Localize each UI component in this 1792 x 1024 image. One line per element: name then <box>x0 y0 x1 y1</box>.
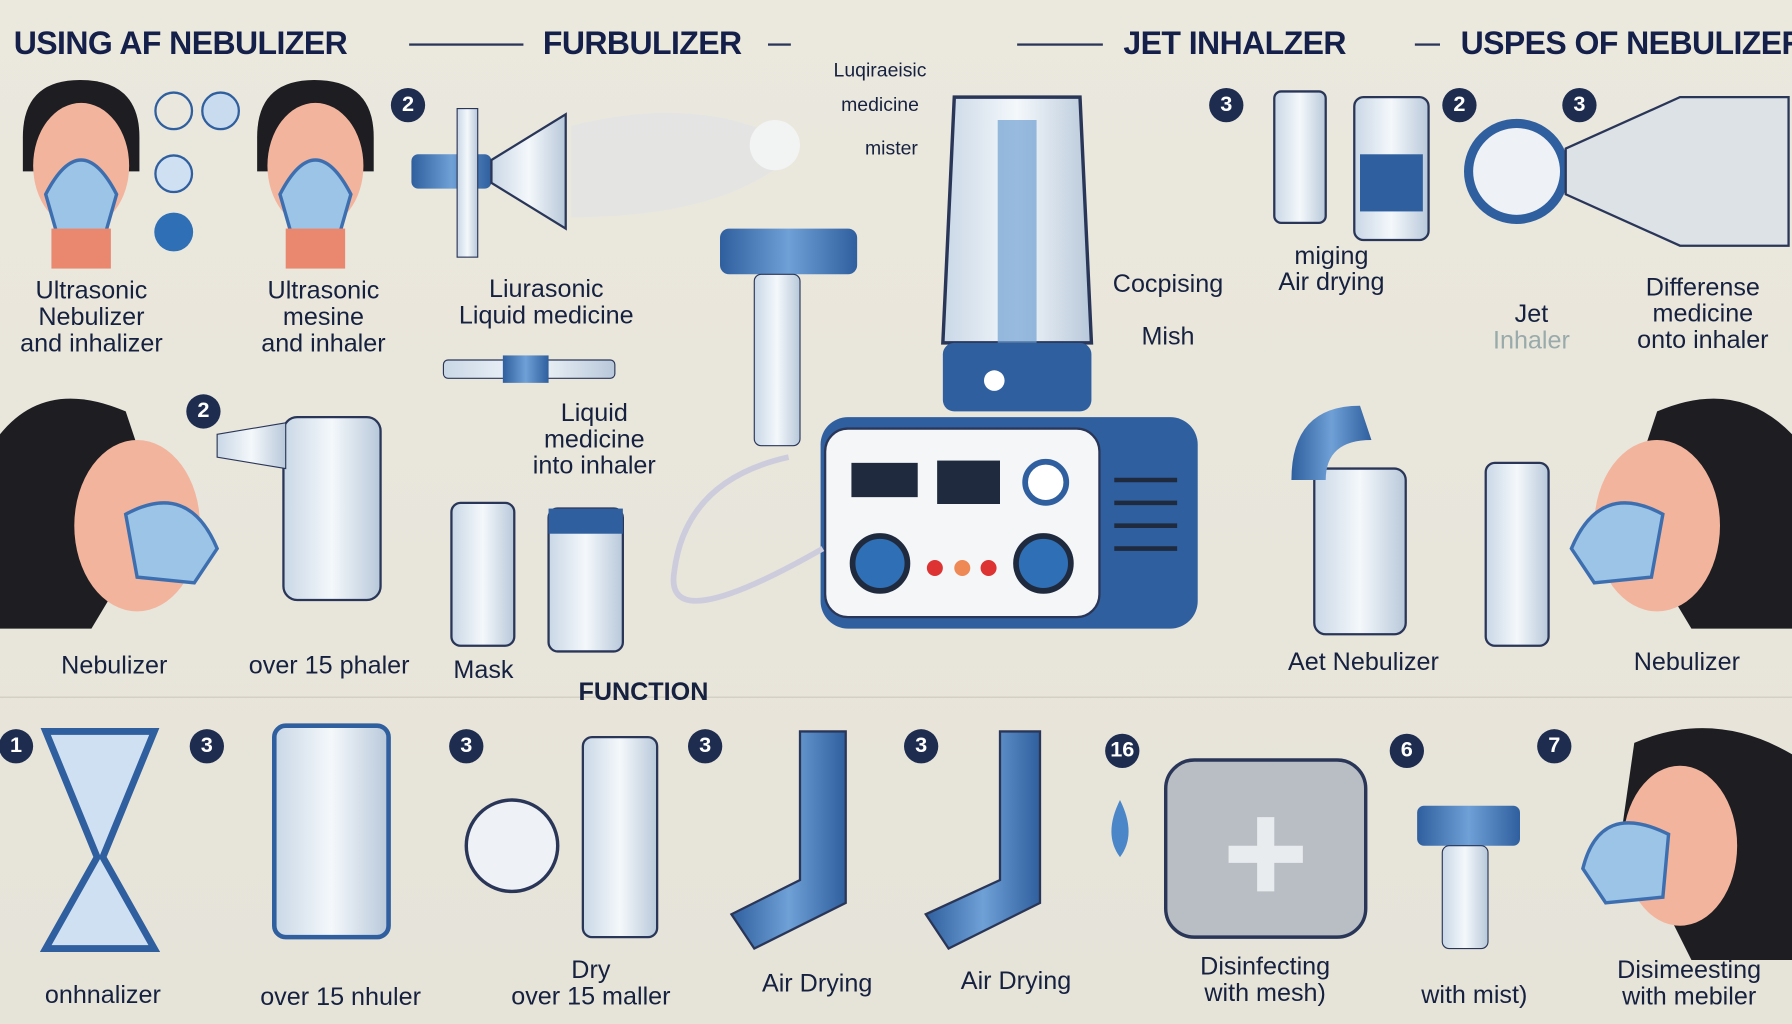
step-badge: 3 <box>687 729 723 764</box>
bottom-devices <box>39 723 1520 952</box>
woman-with-mask-right <box>1569 398 1792 629</box>
bottom-label: Air Drying <box>761 968 873 998</box>
face-with-mask-1 <box>22 79 140 269</box>
step-badge: 7 <box>1537 729 1572 764</box>
step-badge: 6 <box>1389 733 1424 768</box>
label-mask: Mask <box>453 655 514 684</box>
label-nebulizer-right: Nebulizer <box>1633 647 1740 676</box>
step-badge: 3 <box>1209 87 1244 123</box>
bottom-label: over 15 nhuler <box>260 982 421 1011</box>
face-with-mask-2 <box>257 79 374 269</box>
note: Luqiraeisic <box>833 59 927 82</box>
bottom-label: onhnalizer <box>44 979 161 1009</box>
heading-uses-of-nebulizer: USPES OF NEBULIZER <box>1460 25 1792 61</box>
step-badge: 2 <box>186 394 221 429</box>
bottom-label: with mist) <box>1421 979 1528 1009</box>
label-jet-nebulizer: Aet Nebulizer <box>1287 647 1439 676</box>
step-badge: 3 <box>189 729 224 764</box>
note: medicine <box>841 93 919 116</box>
step-badge: 3 <box>903 729 939 764</box>
step-badge: 3 <box>449 729 484 764</box>
central-nebulizer-machine <box>670 95 1198 629</box>
divider <box>409 43 524 46</box>
syringe <box>442 355 616 383</box>
regulator-and-filter <box>1463 95 1790 247</box>
heading-using-nebulizer: USING AF NEBULIZER <box>13 25 348 61</box>
label-nebulizer: Nebulizer <box>61 650 168 680</box>
woman-with-mask-bottom <box>1581 728 1792 960</box>
woman-with-mask-left <box>0 398 220 629</box>
bottom-label: Air Drying <box>960 966 1072 995</box>
horn-nebulizer <box>411 107 800 258</box>
divider <box>767 43 791 46</box>
medicine-vials <box>1273 90 1430 242</box>
step-badge: 16 <box>1105 733 1140 768</box>
step-badge: 2 <box>390 87 426 123</box>
heading-jet-inhaler: JET INHALZER <box>1123 25 1346 61</box>
divider <box>1414 43 1440 46</box>
note: mister <box>864 137 918 159</box>
heading-furbulizer: FURBULIZER <box>542 25 742 61</box>
step-badge: 1 <box>0 729 34 764</box>
label-inhaler: over 15 phaler <box>248 650 410 680</box>
step-badge: 2 <box>1442 87 1477 123</box>
divider <box>1017 43 1103 46</box>
section-title-function: FUNCTION <box>578 677 709 706</box>
small-circle-icons <box>154 91 240 252</box>
step-badge: 3 <box>1562 87 1597 123</box>
middle-devices <box>216 405 1550 653</box>
